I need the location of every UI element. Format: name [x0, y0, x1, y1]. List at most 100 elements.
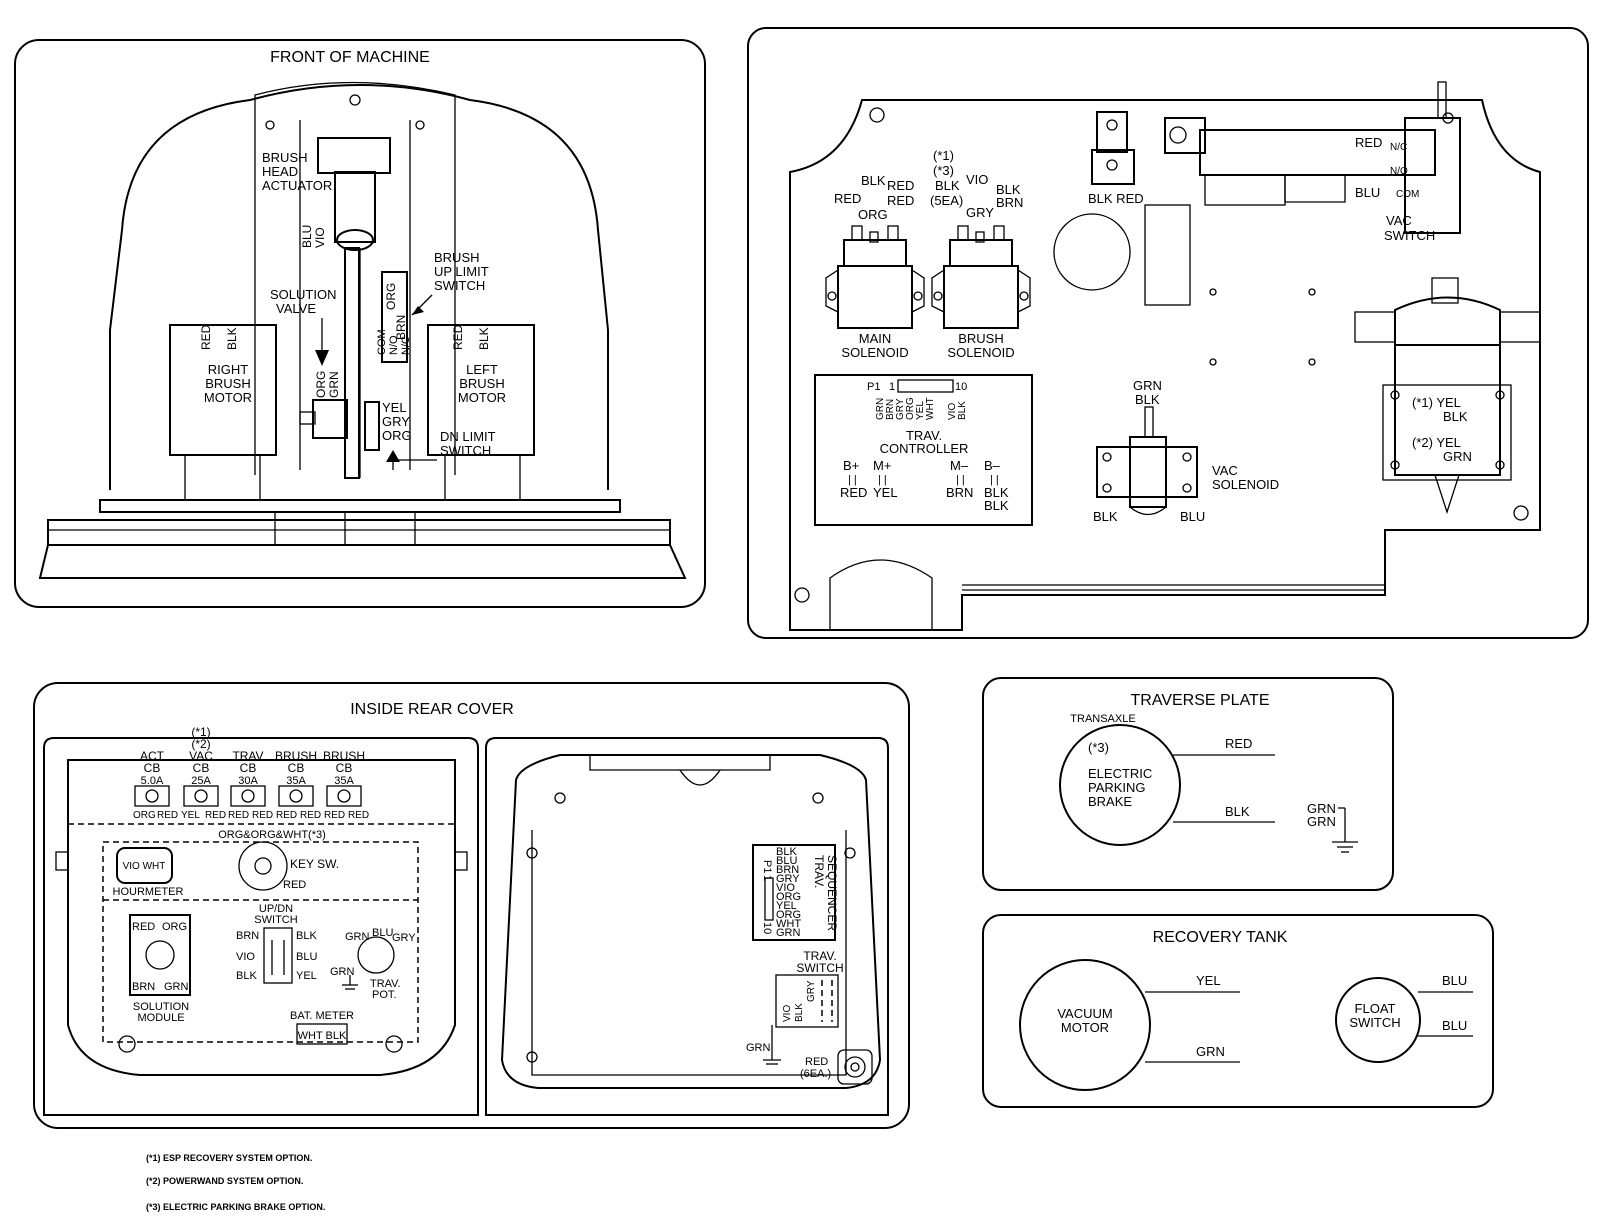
wire-label: RED: [205, 810, 226, 821]
wire-label: 10: [955, 381, 967, 393]
wire-label: UP LIMIT: [434, 264, 489, 279]
wire-label: BRAKE: [1088, 794, 1132, 809]
wire-label: N/O: [1390, 166, 1408, 177]
wire-label: RED: [887, 178, 914, 193]
wire-label: M–: [950, 458, 969, 473]
solenoid-panel: BLK RED RED RED ORG MAIN SOLENOID (*1) (…: [747, 27, 1589, 639]
wire-label: BRN: [996, 195, 1023, 210]
wire-label: VIO: [966, 172, 988, 187]
wire-label: BLU: [1355, 185, 1380, 200]
wire-label: VACUUM: [1057, 1006, 1112, 1021]
rear-title: INSIDE REAR COVER: [350, 701, 514, 718]
wire-label: P1: [761, 860, 773, 873]
wire-label: 5.0A: [141, 775, 164, 787]
wire-label: VIO WHT: [123, 861, 166, 872]
wire-label: UP/DN: [259, 903, 293, 915]
wire-label: BLU: [296, 951, 317, 963]
wire-label: BRN: [394, 315, 408, 340]
wire-label: COM: [1396, 189, 1419, 200]
wire-label: RIGHT: [208, 362, 249, 377]
wire-label: CB: [240, 761, 257, 775]
wire-label: VIO: [782, 1005, 793, 1022]
svg-text:| |: | |: [990, 474, 999, 486]
wire-label: VIO: [313, 227, 327, 248]
wire-label: BAT. METER: [290, 1010, 354, 1022]
wire-label: COM: [376, 329, 388, 355]
wire-label: RED: [300, 810, 321, 821]
wire-label: BLK: [1135, 392, 1160, 407]
wire-label: BRN: [236, 930, 259, 942]
wire-label: SOLUTION: [133, 1001, 189, 1013]
svg-text:| |: | |: [848, 474, 857, 486]
wire-label: RED: [157, 810, 178, 821]
wire-label: BLU: [1442, 1018, 1467, 1033]
wire-label: BLK: [225, 327, 239, 350]
wire-label: N/O: [388, 335, 400, 355]
wire-label: BRN: [776, 864, 799, 876]
traverse-plate-panel: TRAVERSE PLATE TRANSAXLE (*3) ELECTRIC P…: [982, 677, 1394, 891]
wire-label: BRUSH: [323, 749, 365, 763]
wire-label: SOLENOID: [841, 345, 908, 360]
wire-label: YEL: [181, 810, 200, 821]
wire-label: RED: [199, 324, 213, 350]
wire-label: BRUSH: [262, 150, 308, 165]
wire-label: (*1) YEL: [1412, 395, 1461, 410]
wire-label: GRY: [895, 398, 906, 420]
wire-label: BLK: [984, 485, 1009, 500]
wire-label: RED: [1355, 135, 1382, 150]
wire-label: SWITCH: [254, 914, 297, 926]
wire-label: B–: [984, 458, 1001, 473]
wire-label: ORG: [858, 207, 888, 222]
wire-label: MODULE: [137, 1012, 184, 1024]
wire-label: BLU: [776, 855, 797, 867]
wire-label: MOTOR: [458, 390, 506, 405]
wire-label: N/C: [1390, 142, 1407, 153]
wire-label: RED: [887, 193, 914, 208]
wire-label: GRN: [345, 931, 370, 943]
wire-label: DN LIMIT: [440, 429, 496, 444]
wire-label: ORG&ORG&WHT(*3): [218, 829, 326, 841]
wire-label: BLK: [1093, 509, 1118, 524]
wire-label: KEY SW.: [290, 857, 339, 871]
wire-label: GRN: [327, 371, 341, 398]
wire-label: VALVE: [276, 301, 316, 316]
wire-label: VIO: [947, 403, 958, 420]
wire-label: CB: [144, 761, 161, 775]
wire-label: BRUSH: [205, 376, 251, 391]
wire-label: CONTROLLER: [880, 441, 969, 456]
wire-label: BRUSH: [958, 331, 1004, 346]
wire-label: TRAV.: [812, 855, 826, 888]
wire-label: SOLENOID: [947, 345, 1014, 360]
wire-label: RED: [252, 810, 273, 821]
wire-label: CB: [193, 761, 210, 775]
wire-label: BRN: [885, 399, 896, 420]
wire-label: MOTOR: [204, 390, 252, 405]
svg-text:| |: | |: [956, 474, 965, 486]
wire-label: (*3): [1088, 740, 1109, 755]
wire-label: GRN: [1307, 814, 1336, 829]
wire-label: YEL: [1196, 973, 1221, 988]
wire-label: VIO: [236, 951, 255, 963]
wire-label: 35A: [334, 775, 354, 787]
wire-label: BLU: [1180, 509, 1205, 524]
wire-label: CB: [336, 761, 353, 775]
note-3: (*3) ELECTRIC PARKING BRAKE OPTION.: [146, 1202, 325, 1212]
wire-label: RED: [834, 191, 861, 206]
wire-label: M+: [873, 458, 891, 473]
wire-label: WHT: [925, 397, 936, 420]
svg-text:| |: | |: [878, 474, 887, 486]
wire-label: WHT: [776, 918, 801, 930]
wire-label: TRAV: [232, 749, 263, 763]
wire-label: BLK: [236, 970, 257, 982]
wire-label: ORG: [314, 371, 328, 398]
wire-label: TRAV.: [906, 428, 942, 443]
wire-label: BLU: [1442, 973, 1467, 988]
wire-label: SWITCH: [796, 961, 843, 975]
wire-label: (6EA.): [800, 1068, 831, 1080]
wire-label: RED: [1225, 736, 1252, 751]
wire-label: PARKING: [1088, 780, 1146, 795]
front-title: FRONT OF MACHINE: [270, 49, 430, 66]
wire-label: BLU: [372, 927, 393, 939]
wire-label: MAIN: [859, 331, 892, 346]
wire-label: TRANSAXLE: [1070, 713, 1135, 725]
